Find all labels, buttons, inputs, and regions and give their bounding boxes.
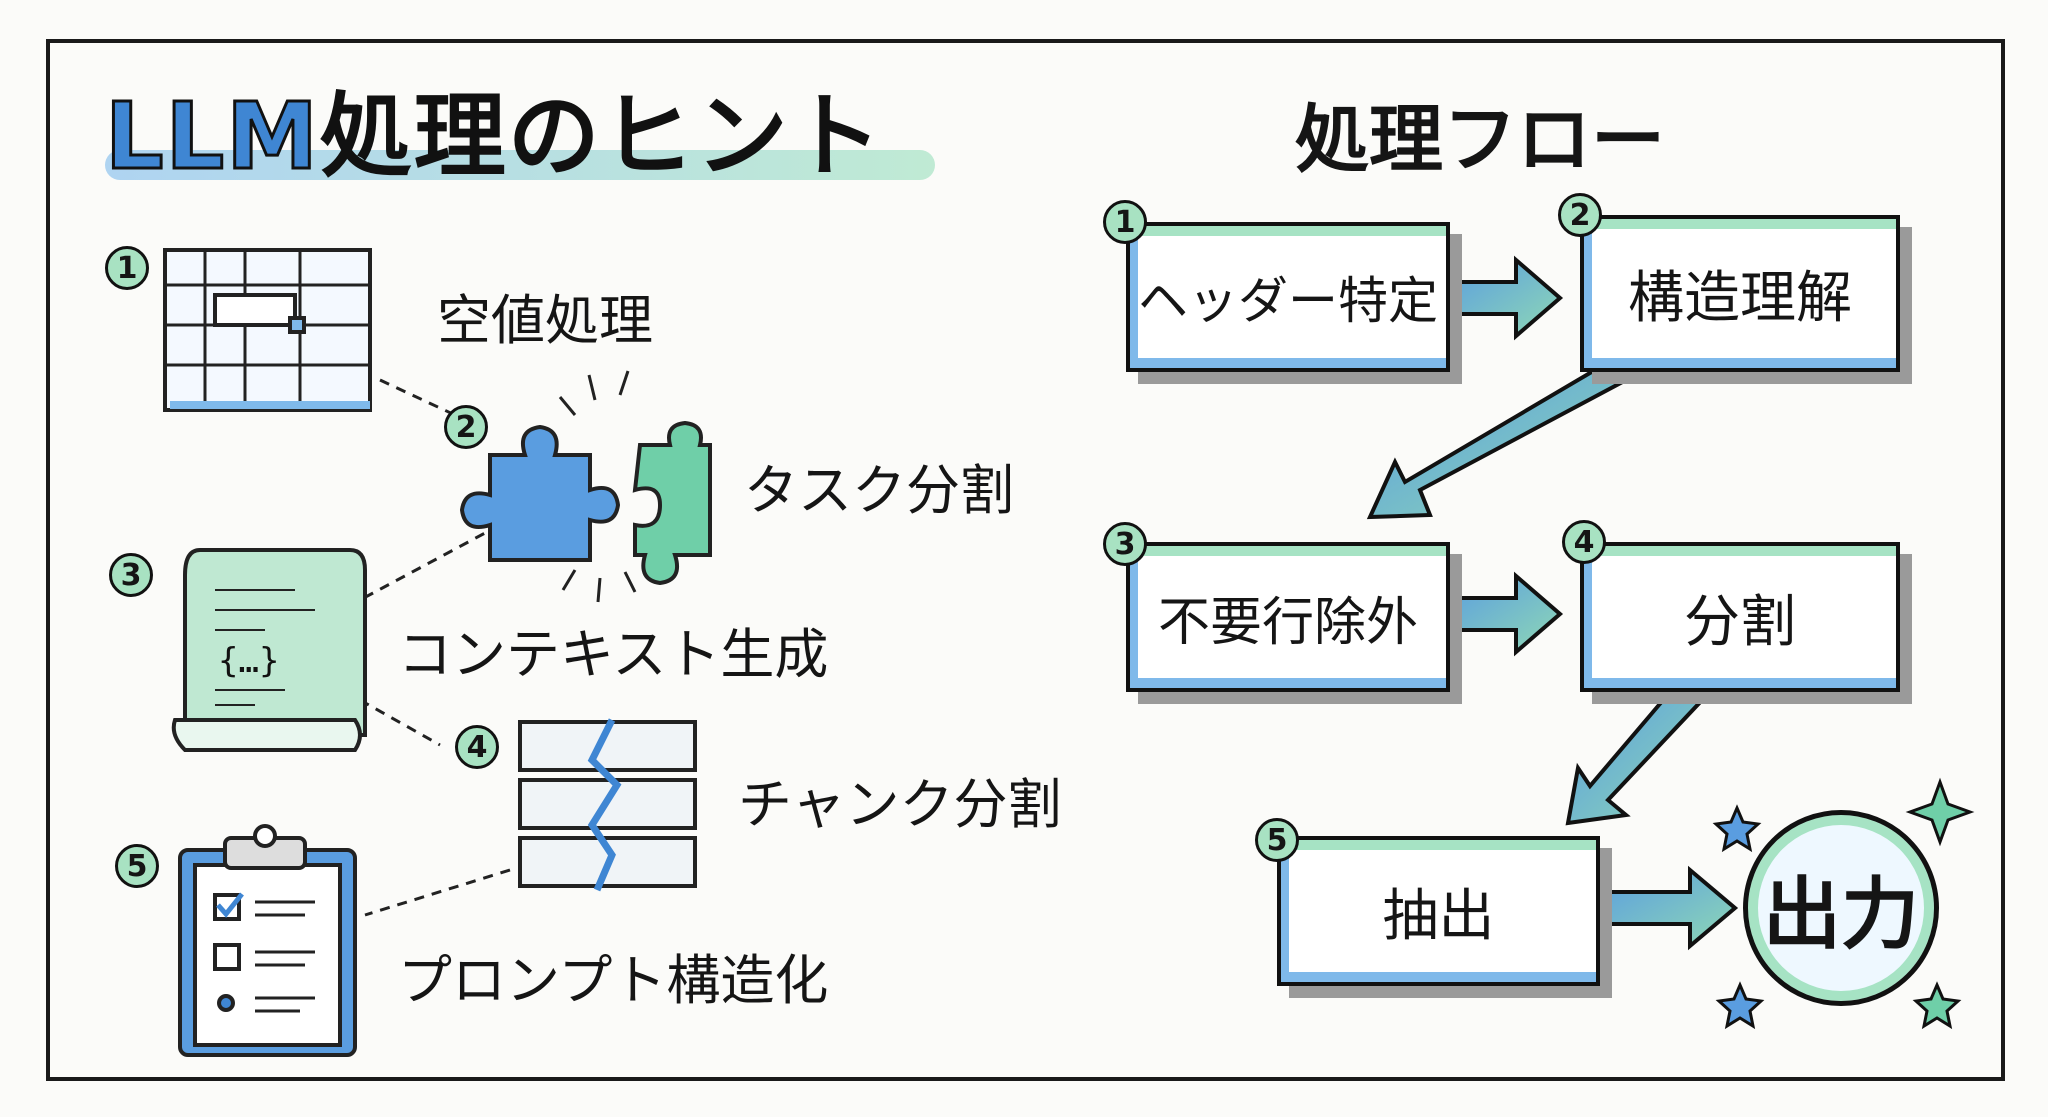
tip-number: 3 <box>109 553 153 597</box>
split-blocks-icon <box>518 718 697 892</box>
star-icon <box>1715 981 1765 1030</box>
flow-number: 1 <box>1103 200 1147 244</box>
tip-number: 4 <box>455 725 499 769</box>
flow-number: 5 <box>1255 818 1299 862</box>
dashed-connectors <box>359 378 511 917</box>
flow-number: 2 <box>1558 193 1602 237</box>
sparkle-icon <box>1905 777 1975 847</box>
scroll-code-text: {…} <box>218 641 279 681</box>
star-icon <box>1712 804 1762 853</box>
clipboard-checklist-icon <box>178 824 357 1057</box>
flow-arrows <box>1366 255 1739 951</box>
tip-label: コンテキスト生成 <box>398 623 829 686</box>
arrow-3-to-4 <box>1446 571 1564 657</box>
title-rest: 処理のヒント <box>319 83 884 190</box>
flow-output: 出力 <box>1743 810 1939 1006</box>
tip-label: 空値処理 <box>437 289 653 352</box>
flow-step-extract: 抽出 <box>1277 836 1600 986</box>
tip-label: タスク分割 <box>744 459 1014 522</box>
page-title: LLM処理のヒント <box>104 62 884 195</box>
flow-number: 4 <box>1562 520 1606 564</box>
flow-number: 3 <box>1103 522 1147 566</box>
flow-step-header: ヘッダー特定 <box>1126 222 1450 372</box>
flow-step-split: 分割 <box>1580 542 1900 692</box>
tip-number: 2 <box>444 405 488 449</box>
sparkle-icons <box>1712 777 1975 1030</box>
puzzle-icon <box>459 370 712 603</box>
diagram-frame <box>46 39 2005 1081</box>
tip-label: プロンプト構造化 <box>398 949 829 1012</box>
arrow-1-to-2 <box>1446 255 1564 341</box>
title-highlight <box>105 150 935 180</box>
arrow-4-to-5 <box>1565 689 1710 826</box>
scroll-icon: {…} <box>171 548 367 752</box>
tip-number: 5 <box>115 844 159 888</box>
tip-number: 1 <box>105 246 149 290</box>
spreadsheet-icon <box>163 248 372 412</box>
tip-label: チャンク分割 <box>738 773 1062 836</box>
flow-title: 処理フロー <box>1295 97 1665 183</box>
arrow-5-to-output <box>1598 865 1739 951</box>
star-icon <box>1912 981 1962 1030</box>
flow-step-structure: 構造理解 <box>1580 215 1900 372</box>
arrow-2-to-3 <box>1366 367 1636 520</box>
title-llm: LLM <box>104 82 320 192</box>
flow-step-remove-rows: 不要行除外 <box>1126 542 1450 692</box>
